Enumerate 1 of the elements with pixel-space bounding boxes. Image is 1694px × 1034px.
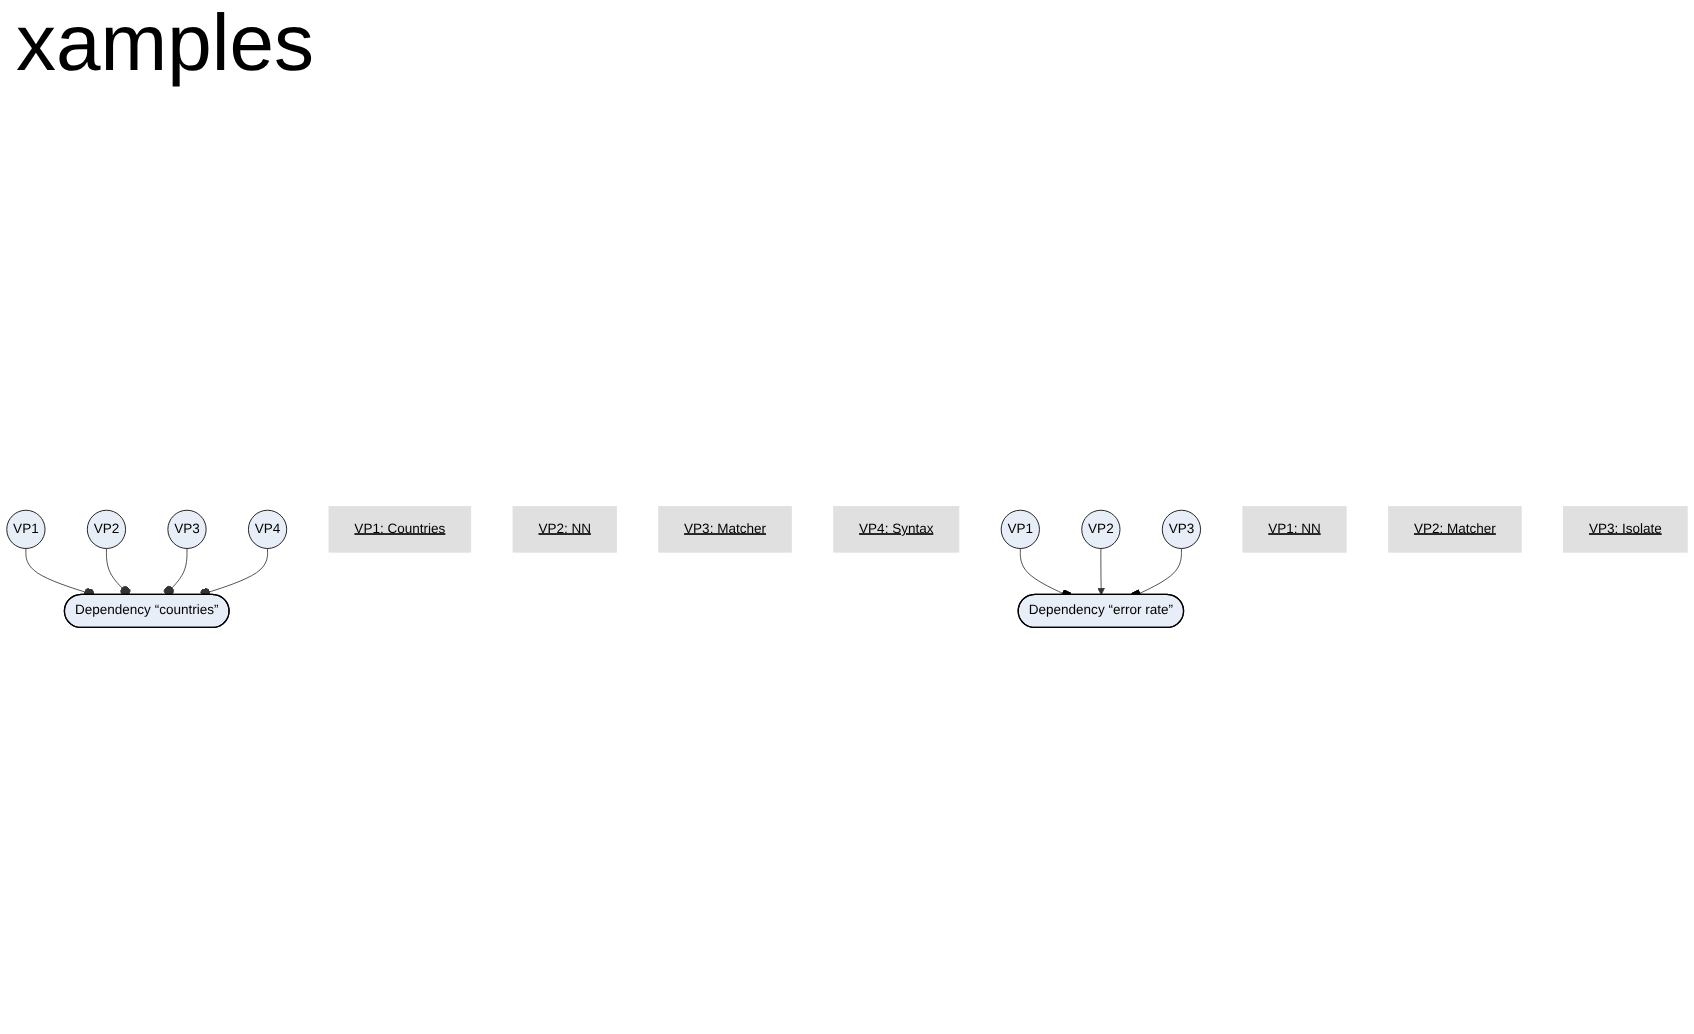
title: xamples [16, 0, 314, 90]
